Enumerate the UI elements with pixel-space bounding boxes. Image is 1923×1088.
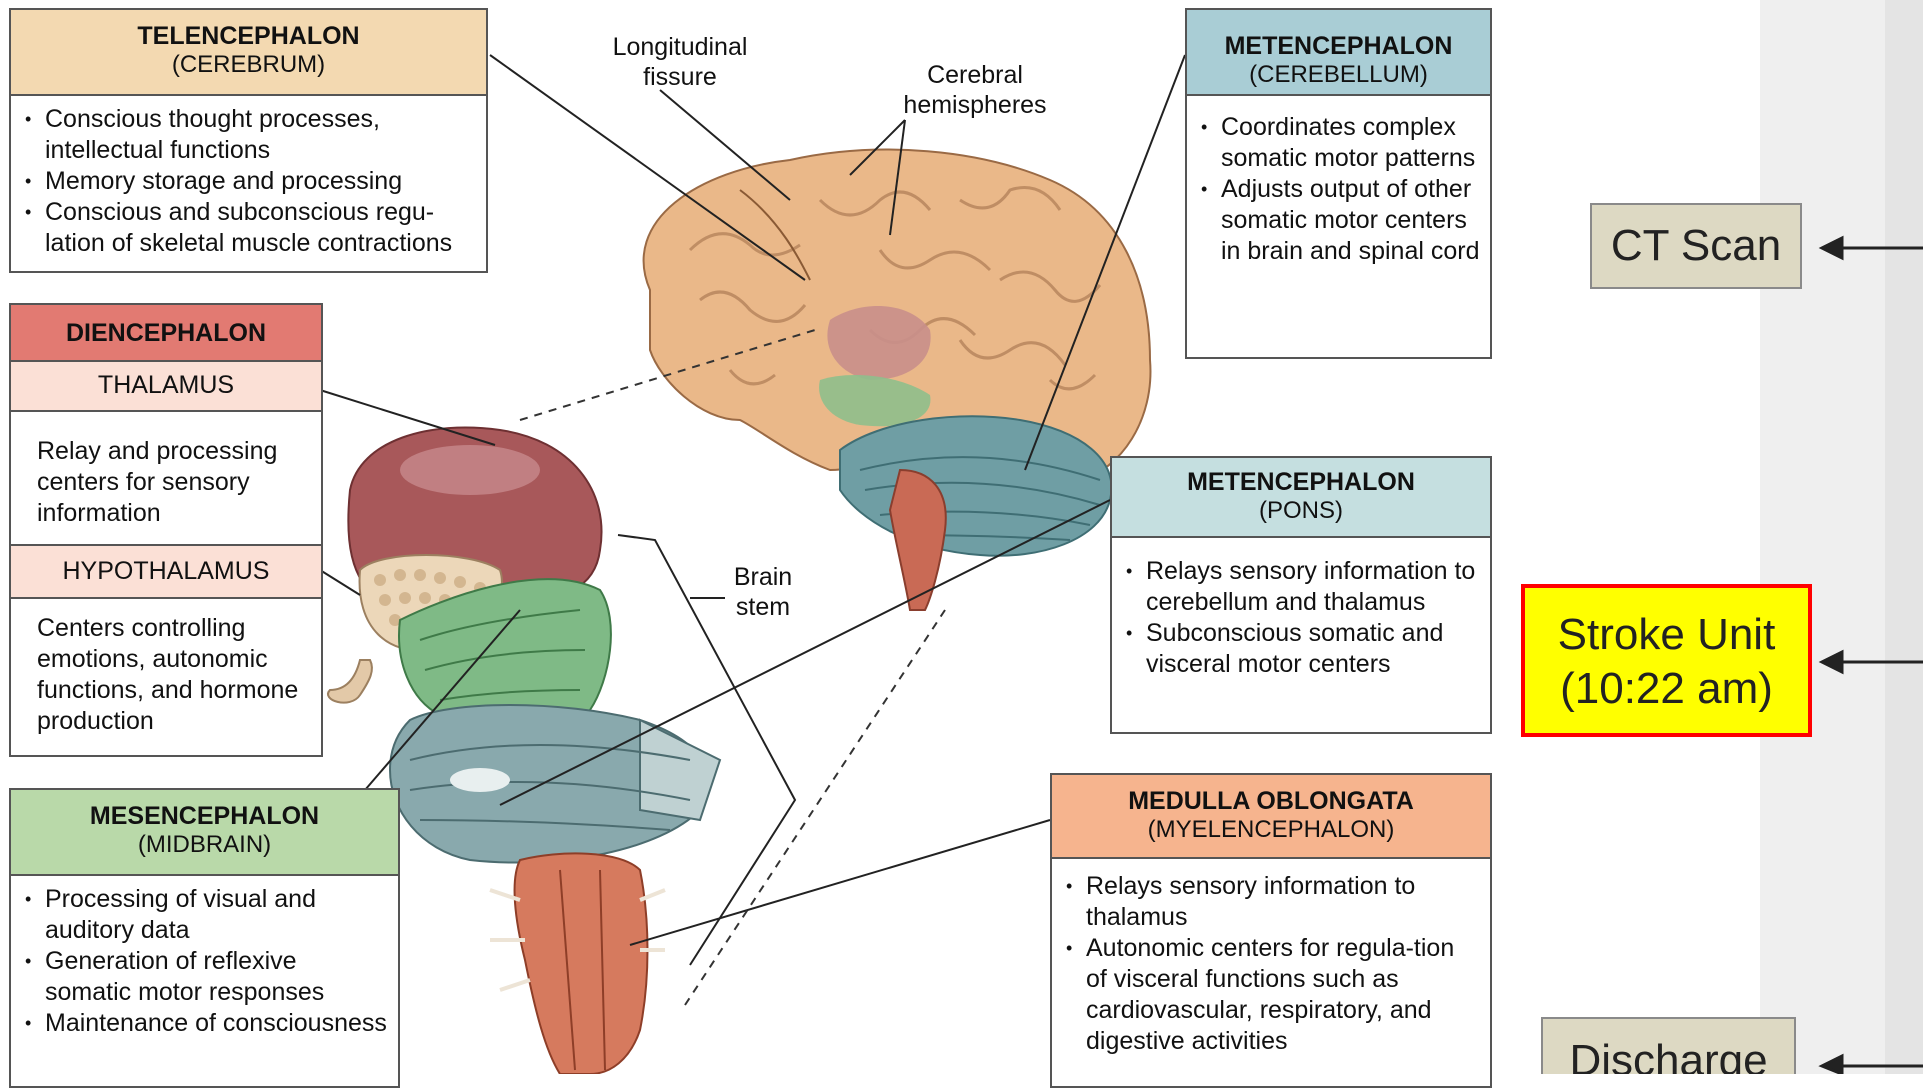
- mesencephalon-title: MESENCEPHALON: [11, 802, 398, 831]
- thalamus-label: THALAMUS: [11, 362, 321, 412]
- medulla-box: MEDULLA OBLONGATA (MYELENCEPHALON) Relay…: [1050, 773, 1492, 1088]
- medulla-shape: [515, 853, 648, 1074]
- brain-stem-label: Brain stem: [723, 562, 803, 622]
- discharge-step: Discharge: [1541, 1017, 1796, 1074]
- pons-subtitle: (PONS): [1112, 497, 1490, 525]
- diencephalon-header: DIENCEPHALON: [11, 305, 321, 362]
- medulla-item: Autonomic centers for regula-tion of vis…: [1062, 933, 1480, 1057]
- thalamus-text: Relay and processing centers for sensory…: [11, 412, 321, 544]
- pons-item: Subconscious somatic and visceral motor …: [1122, 618, 1480, 680]
- telencephalon-item: Conscious thought processes, intellectua…: [21, 104, 476, 166]
- medulla-item: Relays sensory information to thalamus: [1062, 871, 1480, 933]
- hypothalamus-text: Centers controlling emotions, autonomic …: [11, 599, 321, 737]
- telencephalon-subtitle: (CEREBRUM): [11, 51, 486, 79]
- cerebellum-item: Coordinates complex somatic motor patter…: [1197, 112, 1480, 174]
- cerebellum-header: METENCEPHALON (CEREBELLUM): [1187, 10, 1490, 96]
- medulla-header: MEDULLA OBLONGATA (MYELENCEPHALON): [1052, 775, 1490, 859]
- telencephalon-item: Memory storage and processing: [21, 166, 476, 197]
- stroke-unit-label: Stroke Unit (10:22 am): [1558, 610, 1776, 713]
- mesencephalon-item: Maintenance of consciousness: [21, 1008, 388, 1039]
- pons-item: Relays sensory information to cerebellum…: [1122, 556, 1480, 618]
- stroke-unit-step: Stroke Unit (10:22 am): [1521, 584, 1812, 737]
- cerebellum-shape: [840, 416, 1112, 556]
- cerebellum-subtitle: (CEREBELLUM): [1187, 61, 1490, 89]
- hypothalamus-label: HYPOTHALAMUS: [11, 544, 321, 599]
- mesencephalon-item: Generation of reflexive somatic motor re…: [21, 946, 388, 1008]
- telencephalon-header: TELENCEPHALON (CEREBRUM): [11, 10, 486, 96]
- longitudinal-fissure-label: Longitudinal fissure: [595, 32, 765, 92]
- cerebral-hemispheres-label: Cerebral hemispheres: [880, 60, 1070, 120]
- mesencephalon-box: MESENCEPHALON (MIDBRAIN) Processing of v…: [9, 788, 400, 1088]
- mesencephalon-item: Processing of visual and auditory data: [21, 884, 388, 946]
- telencephalon-box: TELENCEPHALON (CEREBRUM) Conscious thoug…: [9, 8, 488, 273]
- cerebellum-item: Adjusts output of other somatic motor ce…: [1197, 174, 1480, 267]
- cerebellum-title: METENCEPHALON: [1187, 32, 1490, 61]
- telencephalon-item: Conscious and subconscious regu-lation o…: [21, 197, 476, 259]
- medulla-subtitle: (MYELENCEPHALON): [1052, 816, 1490, 844]
- telencephalon-title: TELENCEPHALON: [11, 22, 486, 51]
- mesencephalon-subtitle: (MIDBRAIN): [11, 831, 398, 859]
- discharge-label: Discharge: [1569, 1036, 1767, 1074]
- medulla-title: MEDULLA OBLONGATA: [1052, 787, 1490, 816]
- ct-scan-step: CT Scan: [1590, 203, 1802, 289]
- pons-box: METENCEPHALON (PONS) Relays sensory info…: [1110, 456, 1492, 734]
- diencephalon-box: DIENCEPHALON THALAMUS Relay and processi…: [9, 303, 323, 757]
- pons-title: METENCEPHALON: [1112, 468, 1490, 497]
- cerebellum-box: METENCEPHALON (CEREBELLUM) Coordinates c…: [1185, 8, 1492, 359]
- ct-scan-label: CT Scan: [1611, 221, 1781, 270]
- pons-header: METENCEPHALON (PONS): [1112, 458, 1490, 538]
- diencephalon-title: DIENCEPHALON: [11, 319, 321, 348]
- mesencephalon-header: MESENCEPHALON (MIDBRAIN): [11, 790, 398, 876]
